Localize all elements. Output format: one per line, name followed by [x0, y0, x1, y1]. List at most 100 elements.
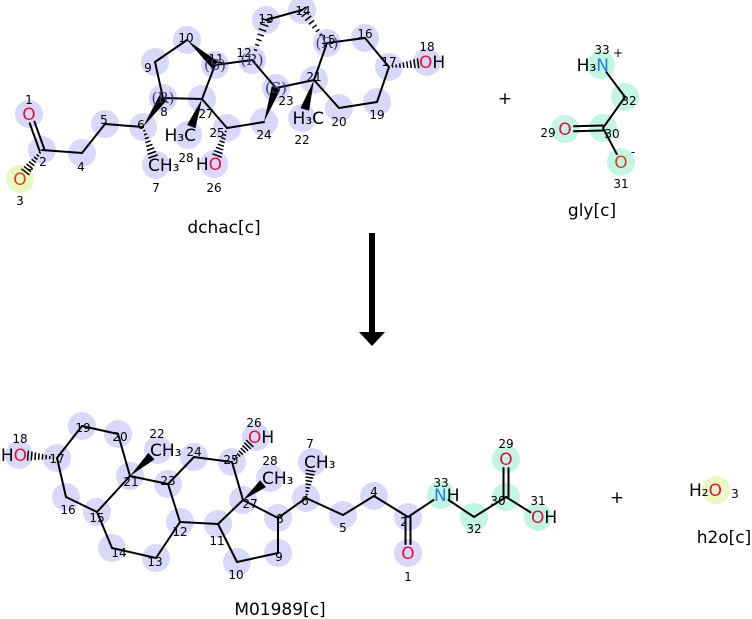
dchac-atom-label-18: OH: [419, 53, 445, 73]
plus-sign-bottom: +: [610, 488, 624, 508]
M01989-bond-11-10: [217, 523, 238, 563]
gly-bond-32-30: [602, 96, 626, 129]
dchac-bond-17-18: [391, 58, 420, 69]
M01989-bond-19-20: [81, 425, 119, 435]
M01989-atom-label-1: O: [401, 544, 414, 564]
M01989-bond-14-13: [111, 547, 157, 559]
M01989-atom-number-14: 14: [111, 546, 126, 560]
dchac-bond-20-21: [313, 79, 340, 109]
gly-atom-label-31: O: [614, 153, 627, 173]
M01989-atom-label-22: CH₃: [150, 441, 181, 461]
M01989-atom-number-30: 30: [490, 494, 505, 508]
dchac-atom-number-5: 5: [100, 113, 108, 127]
M01989-atom-number-1: 1: [404, 570, 412, 584]
h2o-atom-number-3: 3: [731, 487, 739, 501]
M01989-atom-1-highlight: [394, 539, 422, 567]
gly-atom-29-highlight: [551, 115, 579, 143]
M01989-atom-number-5: 5: [339, 521, 347, 535]
dchac-bond-8-9: [154, 61, 164, 99]
dchac-atom-number-19: 19: [369, 108, 384, 122]
dchac-atom-number-21: 21: [306, 70, 321, 84]
dchac-bond-19-20: [338, 101, 378, 109]
M01989-atom-number-16: 16: [60, 503, 75, 517]
M01989-bond-15-14: [96, 511, 113, 549]
down-arrow-icon: [359, 233, 385, 346]
h2o-atom-label-3: H₂O: [689, 481, 722, 501]
dchac-atom-number-15: 15: [320, 33, 335, 47]
M01989-bond-8-27: [242, 499, 279, 519]
M01989-bond-6-7: [305, 469, 316, 496]
dchac-charge-3: -: [29, 162, 33, 176]
M01989-bond-2-33: [407, 498, 435, 518]
dchac-bond-6-7: [143, 129, 159, 159]
dchac-bond-16-17: [364, 37, 390, 68]
dchac-atom-number-7: 7: [152, 181, 160, 195]
M01989-bond-25-26: [232, 439, 254, 461]
dchac-stereo-label-12: (R): [241, 51, 264, 69]
gly-atom-33-highlight: [587, 51, 615, 79]
dchac-stereo-label-23: (S): [265, 79, 287, 97]
dchac-bond-25-26: [212, 130, 228, 158]
M01989-bond-24-25: [193, 456, 233, 463]
dchac-stereo-label-8: (R): [152, 89, 175, 107]
M01989-atom-number-20: 20: [112, 430, 127, 444]
M01989-bond-17-19: [56, 425, 83, 459]
dchac-atom-number-11: 11: [208, 52, 223, 66]
molecule-name-gly: gly[c]: [568, 201, 616, 221]
M01989-atom-number-13: 13: [147, 555, 162, 569]
dchac-atom-18-highlight: [413, 48, 441, 76]
dchac-bond-1-2: [28, 120, 46, 152]
dchac-atom-label-22: H₃C: [293, 109, 324, 129]
M01989-atom-number-9: 9: [275, 550, 283, 564]
dchac-stereo-label-15: (R): [316, 34, 339, 52]
h2o-atom-3-highlight: [702, 476, 730, 504]
M01989-atom-33-highlight: [427, 481, 455, 509]
dchac-atom-number-20: 20: [331, 115, 346, 129]
dchac-atom-number-2: 2: [39, 155, 47, 169]
gly-atom-number-31: 31: [613, 177, 628, 191]
M01989-atom-number-32: 32: [466, 522, 481, 536]
M01989-atom-number-26: 26: [246, 416, 261, 430]
M01989-bond-5-4: [342, 495, 375, 516]
gly-atom-number-30: 30: [604, 127, 619, 141]
dchac-atom-number-23: 23: [278, 94, 293, 108]
dchac-atom-number-18: 18: [419, 40, 434, 54]
M01989-atom-number-8: 8: [276, 512, 284, 526]
dchac-atom-label-7: CH₃: [148, 156, 179, 176]
gly-atom-number-29: 29: [540, 126, 555, 140]
dchac-atom-number-24: 24: [256, 128, 271, 142]
M01989-atom-number-7: 7: [306, 437, 314, 451]
gly-bond-33-32: [605, 71, 626, 98]
dchac-bond-27-28: [187, 99, 202, 129]
dchac-bond-6-8: [143, 95, 167, 127]
dchac-atom-number-6: 6: [137, 118, 145, 132]
M01989-atom-number-6: 6: [301, 494, 309, 508]
gly-atom-label-29: O: [558, 120, 571, 140]
M01989-atom-number-31: 31: [530, 494, 545, 508]
M01989-atom-label-28: CH₃: [262, 469, 293, 489]
M01989-atom-number-4: 4: [370, 485, 378, 499]
M01989-atom-number-29: 29: [498, 437, 513, 451]
dchac-atom-number-14: 14: [295, 4, 310, 18]
dchac-bond-4-5: [81, 123, 106, 154]
dchac-atom-number-17: 17: [381, 55, 396, 69]
plus-sign-top: +: [498, 89, 512, 109]
dchac-atom-number-3: 3: [16, 194, 24, 208]
M01989-bond-6-5: [305, 497, 344, 516]
dchac-atom-3-highlight: [6, 165, 34, 193]
M01989-atom-number-2: 2: [400, 515, 408, 529]
M01989-bond-2-1: [404, 516, 412, 545]
dchac-atom-number-25: 25: [209, 126, 224, 140]
gly-bond-30-29: [572, 124, 605, 133]
M01989-atom-7-highlight: [298, 448, 326, 476]
dchac-atom-number-4: 4: [77, 160, 85, 174]
dchac-atom-number-10: 10: [178, 31, 193, 45]
dchac-atom-number-28: 28: [178, 151, 193, 165]
M01989-bond-15-16: [65, 496, 98, 513]
M01989-atom-number-22: 22: [149, 427, 164, 441]
M01989-bond-27-28: [243, 480, 266, 500]
dchac-bond-9-10: [154, 39, 188, 63]
M01989-bond-32-30: [473, 496, 507, 518]
M01989-atom-number-23: 23: [160, 474, 175, 488]
dchac-atom-number-1: 1: [25, 93, 33, 107]
